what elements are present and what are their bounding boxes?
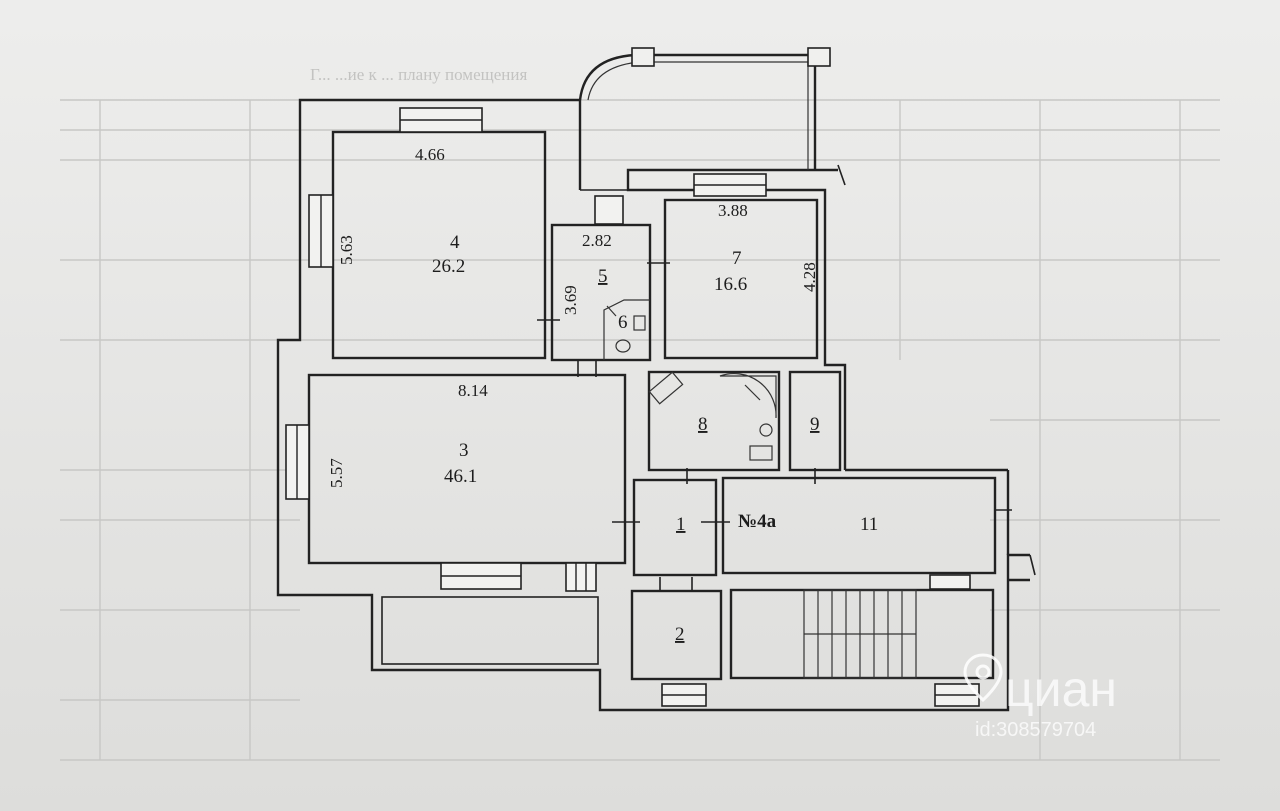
room-6: 6 [606,305,646,353]
room-6-number: 6 [618,312,628,333]
room-4-height: 5.63 [337,235,356,265]
room-1: 1 [632,478,718,577]
room-5: 2.82 3.69 5 [550,223,652,362]
room-4: 4.66 5.63 4 26.2 [331,130,547,360]
room-7-area: 16.6 [714,274,747,295]
room-1-number: 1 [676,514,686,535]
apartment-label: №4а [738,511,777,532]
room-4-number: 4 [450,232,460,253]
watermark-id: id:308579704 [975,719,1096,741]
window-stair-top [929,574,971,590]
room-8: 8 [647,370,781,472]
room-5-height: 3.69 [561,285,580,315]
window-room-3-bottom [440,562,522,590]
room-7-height: 4.28 [800,262,819,292]
window-room-4-top [399,107,483,133]
toilet-icon [615,339,631,353]
room-2: 2 [630,589,723,681]
room-11: №4а 11 [721,476,997,575]
window-room-3-left [285,424,310,500]
loggia [381,596,599,665]
room-4-width: 4.66 [415,145,445,164]
room-11-number: 11 [860,514,878,535]
room-9-number: 9 [810,414,820,435]
door-markers [537,262,1012,591]
room-4-area: 26.2 [432,256,465,277]
room-3-number: 3 [459,440,469,461]
windows [285,107,980,707]
room-3-area: 46.1 [444,466,477,487]
window-stair-bottom [934,683,980,707]
room-3-width: 8.14 [458,381,488,400]
cian-watermark: циан id:308579704 [963,653,1117,741]
watermark-brand: циан [1005,661,1117,717]
room-8-number: 8 [698,414,708,435]
room-7-width: 3.88 [718,201,748,220]
outer-walls [276,47,1036,712]
map-pin-icon [963,653,1003,703]
window-room-4-left [308,194,334,268]
staircase [729,588,995,680]
room-5-number: 5 [598,266,608,287]
window-room-2-bottom [661,683,707,707]
room-7-number: 7 [732,248,742,269]
room-5-width: 2.82 [582,231,612,250]
window-door-bottom [565,562,597,592]
washbasin-icon [648,371,684,405]
window-room-7-top [693,173,767,197]
background-grid: Г... ...ие к ... плану помещения [60,65,1220,761]
room-9: 9 [788,370,842,472]
room-3-height: 5.57 [327,458,346,488]
room-7: 3.88 4.28 7 16.6 [663,198,819,360]
window-passage-top [594,195,624,225]
room-2-number: 2 [675,624,685,645]
background-heading: Г... ...ие к ... плану помещения [310,65,527,84]
shower-icon [719,372,777,419]
room-3: 8.14 5.57 3 46.1 [307,373,627,565]
